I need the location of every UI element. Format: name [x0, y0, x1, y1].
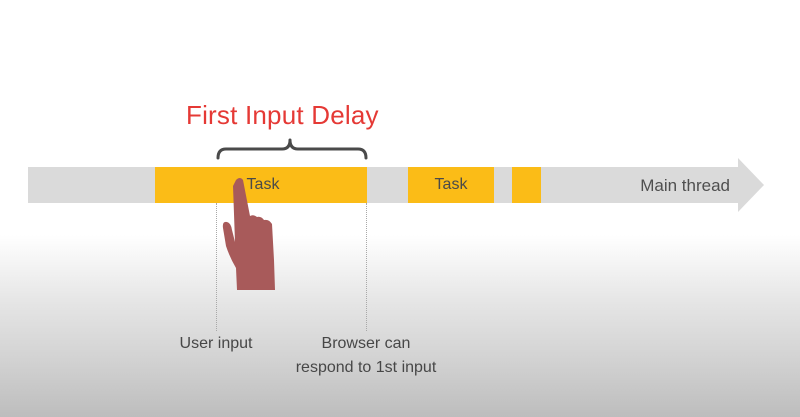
- brace-icon: [216, 138, 368, 160]
- pointing-hand-icon: [222, 178, 275, 290]
- browser-caption-line1: Browser can: [321, 335, 411, 352]
- task-label: Task: [246, 176, 280, 193]
- arrow-head-icon: [738, 158, 764, 212]
- browser-response-caption: Browser can respond to 1st input: [270, 332, 462, 380]
- task-block: Task: [155, 167, 367, 203]
- task-label: Task: [434, 176, 468, 193]
- browser-response-marker-line: [366, 203, 367, 331]
- task-block: Task: [408, 167, 494, 203]
- user-input-label: User input: [179, 335, 253, 352]
- browser-caption-line2: respond to 1st input: [295, 359, 437, 376]
- main-thread-label: Main thread: [640, 176, 730, 195]
- task-block: [512, 167, 541, 203]
- diagram-title: First Input Delay: [186, 100, 379, 130]
- user-input-caption: User input: [160, 332, 272, 356]
- main-thread-bar: [28, 167, 740, 203]
- user-input-marker-line: [216, 203, 217, 331]
